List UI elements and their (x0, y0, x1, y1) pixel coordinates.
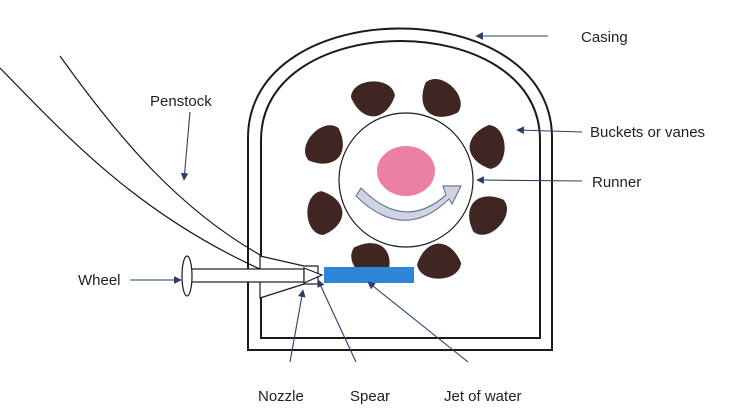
casing-inner-wall (260, 40, 541, 339)
penstock (0, 55, 263, 271)
labels: Casing Penstock Buckets or vanes Runner … (78, 29, 705, 405)
bucket-vane (350, 81, 395, 117)
bucket-vane (417, 243, 462, 279)
penstock-inner-wall (59, 55, 263, 257)
buckets-group (305, 79, 507, 281)
spear-rod (189, 268, 305, 283)
label-buckets: Buckets or vanes (590, 124, 705, 141)
penstock-outer-wall (0, 67, 263, 271)
label-spear: Spear (350, 388, 390, 405)
bucket-vane (469, 196, 507, 235)
jet-of-water (324, 267, 414, 283)
leader-lines (130, 32, 583, 363)
hand-wheel (181, 255, 193, 297)
casing-outer-wall (247, 27, 553, 351)
spear-tip (303, 267, 324, 284)
label-wheel: Wheel (78, 272, 121, 289)
leader-spear (317, 279, 357, 363)
label-jet: Jet of water (444, 388, 522, 405)
bucket-vane (422, 79, 461, 117)
label-penstock: Penstock (150, 93, 212, 110)
label-casing: Casing (581, 29, 628, 46)
bucket-vane (469, 124, 505, 169)
leader-penstock (180, 111, 191, 181)
leader-runner (476, 176, 583, 184)
runner-hub (377, 146, 435, 196)
leader-nozzle (289, 289, 306, 363)
bucket-vane (307, 191, 343, 236)
label-nozzle: Nozzle (258, 388, 304, 405)
label-runner: Runner (592, 174, 641, 191)
casing (247, 27, 553, 351)
leader-buckets (516, 126, 583, 135)
rotation-arrow-icon (355, 185, 462, 221)
bucket-vane (305, 125, 343, 164)
leader-jet (367, 281, 469, 363)
